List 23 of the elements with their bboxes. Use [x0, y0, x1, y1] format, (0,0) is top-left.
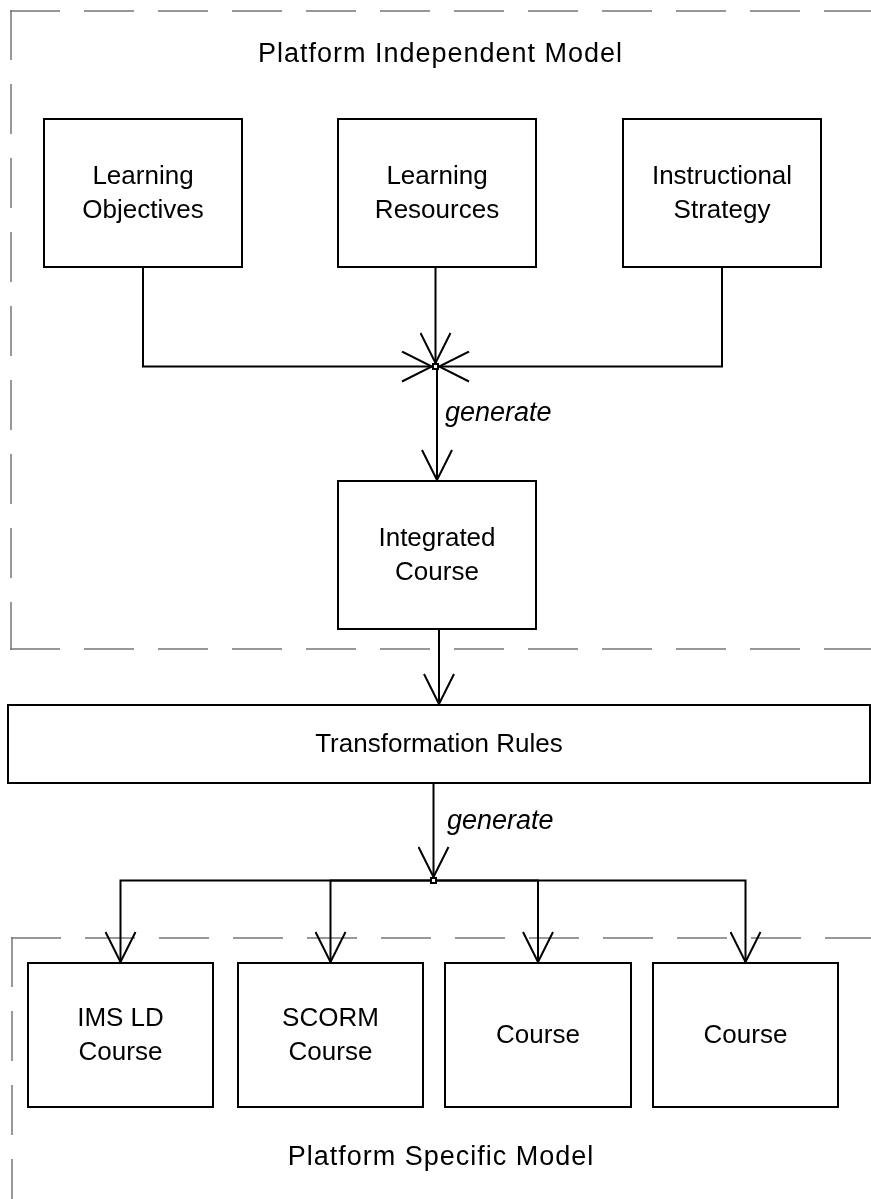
arrow	[421, 369, 453, 481]
model-region	[10, 10, 871, 650]
arrow	[419, 267, 452, 364]
process-box: Integrated Course	[337, 480, 537, 630]
arrow	[438, 267, 723, 383]
process-box: Course	[444, 962, 632, 1108]
arrow	[423, 629, 455, 705]
process-box: Transformation Rules	[7, 704, 871, 784]
region-title: Platform Independent Model	[256, 38, 625, 69]
process-box: IMS LD Course	[27, 962, 214, 1108]
junction-point	[430, 877, 437, 884]
process-box: Instructional Strategy	[622, 118, 822, 268]
region-title: Platform Specific Model	[286, 1141, 596, 1172]
process-box: SCORM Course	[237, 962, 424, 1108]
junction-point	[432, 363, 439, 370]
process-box: Learning Objectives	[43, 118, 243, 268]
arrow	[314, 879, 431, 963]
arrow	[436, 879, 762, 963]
model-region	[11, 937, 871, 1199]
process-box: Learning Resources	[337, 118, 537, 268]
arrow	[142, 267, 433, 383]
arrow	[417, 783, 450, 878]
process-box: Course	[652, 962, 839, 1108]
